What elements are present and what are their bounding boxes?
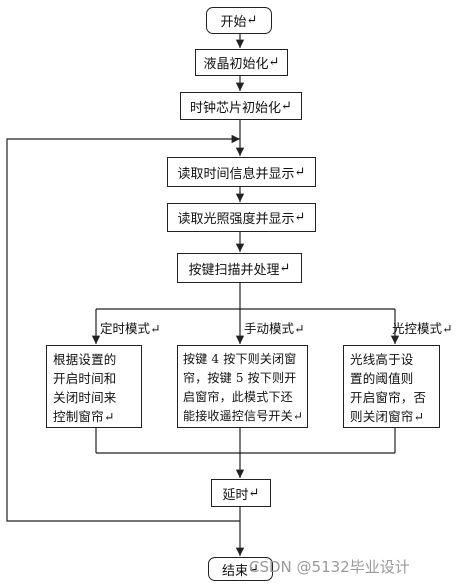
key-scan-node: 按键扫描并处理↵ [177, 253, 302, 283]
read-light-label: 读取光照强度并显示 [177, 212, 295, 227]
light-mode-box: 光线高于设 置的阈值则 开启窗帘，否 则关闭窗帘↵ [343, 345, 440, 428]
read-time-node: 读取时间信息并显示↵ [167, 157, 316, 187]
start-node: 开始↵ [206, 7, 272, 34]
timer-mode-label: 定时模式↵ [100, 321, 161, 336]
read-light-node: 读取光照强度并显示↵ [167, 203, 316, 232]
clock-init-node: 时钟芯片初始化↵ [180, 92, 302, 120]
delay-label: 延时 [222, 487, 249, 503]
light-mode-label: 光控模式↵ [392, 321, 453, 336]
lcd-init-node: 液晶初始化↵ [195, 49, 288, 76]
watermark: CSDN @5132毕业设计 [249, 558, 410, 576]
delay-node: 延时↵ [211, 479, 271, 507]
light-mode-text: 光线高于设 置的阈值则 开启窗帘，否 则关闭窗帘 [350, 352, 427, 424]
clock-init-label: 时钟芯片初始化 [190, 100, 282, 116]
loop-back-line [6, 134, 240, 522]
start-label: 开始 [220, 15, 247, 30]
manual-mode-box: 按键 4 按下则关闭窗 帘，按键 5 按下则开 启窗帘，此模式下还 能接收遥控信… [177, 345, 308, 428]
key-scan-label: 按键扫描并处理 [188, 262, 280, 278]
end-node: 结束↵ [208, 557, 273, 581]
timer-mode-box: 根据设置的 开启时间和 关闭时间来 控制窗帘↵ [46, 345, 142, 428]
manual-mode-text: 按键 4 按下则关闭窗 帘，按键 5 按下则开 启窗帘，此模式下还 能接收遥控信… [183, 352, 297, 423]
end-label: 结束 [222, 563, 249, 579]
read-time-label: 读取时间信息并显示 [177, 166, 295, 182]
timer-mode-text: 根据设置的 开启时间和 关闭时间来 控制窗帘 [53, 352, 117, 424]
lcd-init-label: 液晶初始化 [203, 57, 269, 72]
manual-mode-label: 手动模式↵ [244, 321, 305, 336]
